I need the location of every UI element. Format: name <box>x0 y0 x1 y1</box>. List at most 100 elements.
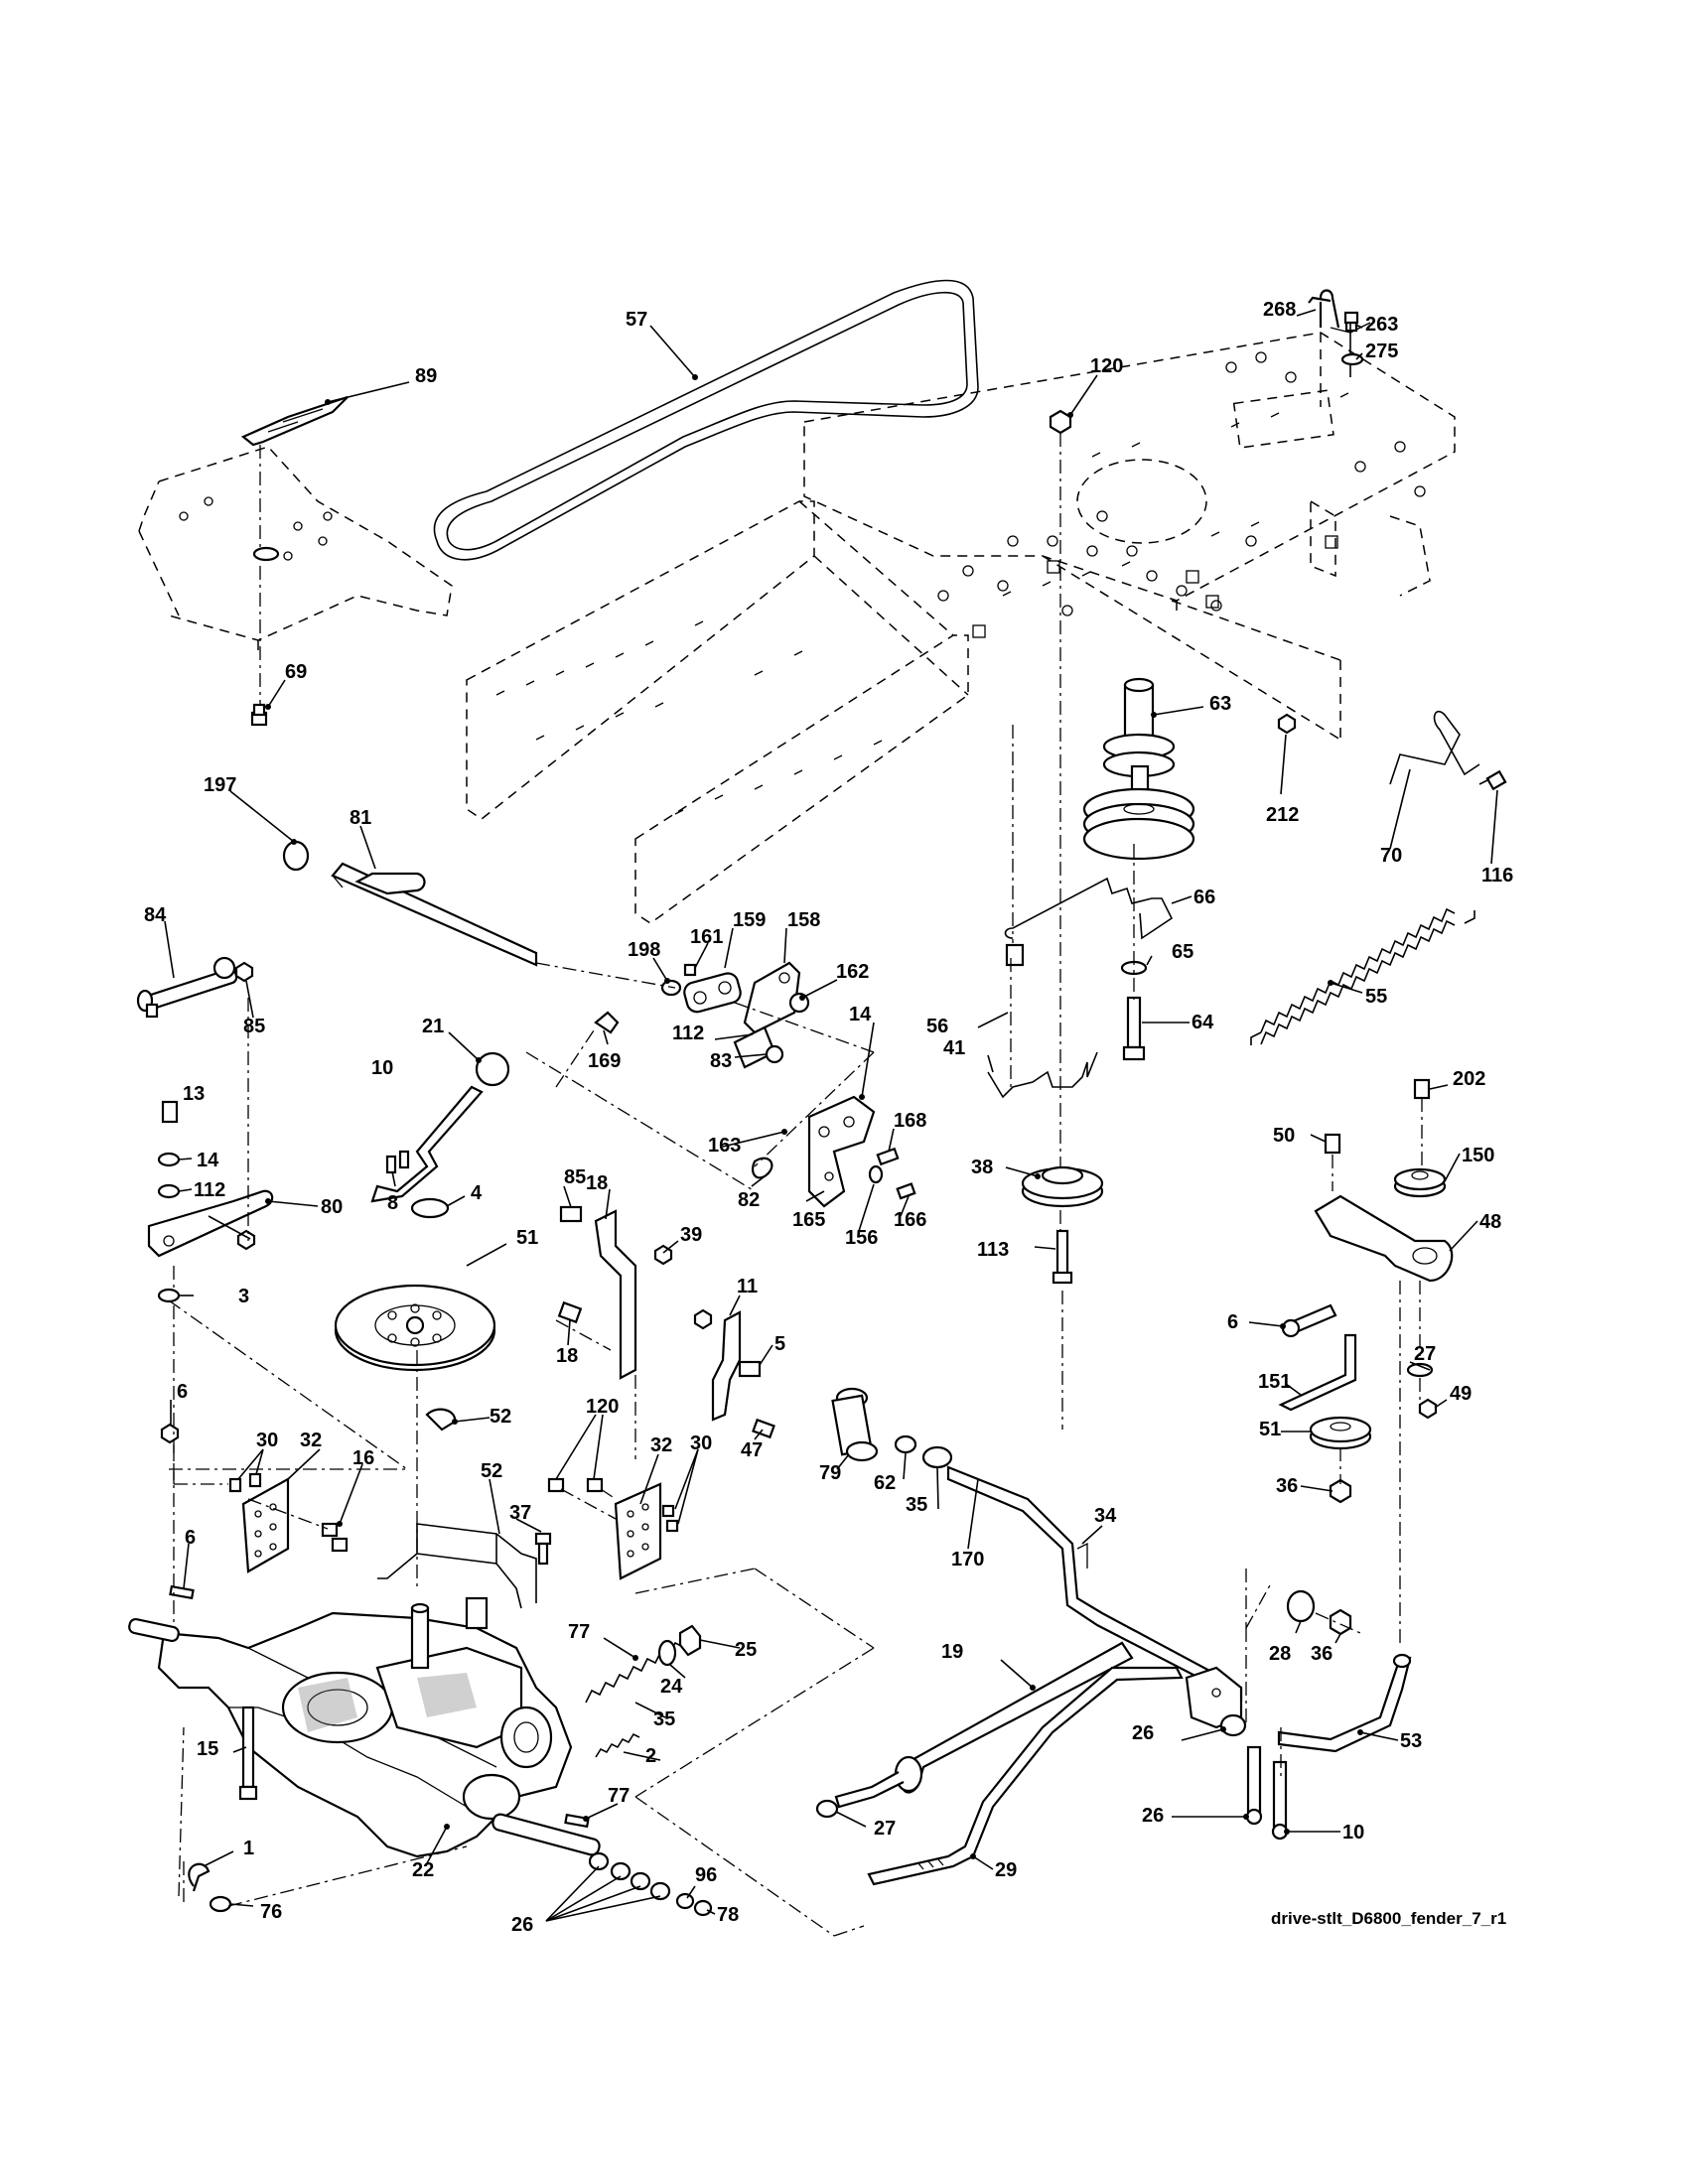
washer-19 <box>657 1639 677 1667</box>
callout-112: 112 <box>672 1023 704 1044</box>
washer-35-left <box>894 1434 917 1454</box>
rod-28 <box>834 1641 1134 1809</box>
washer-26-bottom <box>209 1895 232 1913</box>
nut-76 <box>693 1899 713 1917</box>
bracket-48 <box>1314 1194 1454 1283</box>
callout-35: 35 <box>906 1494 927 1516</box>
nut-24 <box>678 1624 702 1657</box>
callout-202: 202 <box>1453 1068 1485 1090</box>
bolt-6-b <box>752 1418 775 1439</box>
callout-76: 76 <box>260 1901 282 1923</box>
callout-6: 6 <box>177 1381 188 1403</box>
washers-75 <box>588 1851 671 1901</box>
bolt-64 <box>1122 996 1146 1061</box>
bolt-15 <box>238 1706 258 1801</box>
callout-27: 27 <box>874 1818 896 1840</box>
bracket-26-right <box>1185 1666 1247 1737</box>
nut-212 <box>1277 713 1297 735</box>
callout-15: 15 <box>197 1738 218 1760</box>
callout-263: 263 <box>1365 314 1398 336</box>
bolt-39 <box>1052 1229 1073 1285</box>
callout-8: 8 <box>387 1192 398 1214</box>
callout-120: 120 <box>586 1396 619 1418</box>
nut-51-b <box>1418 1398 1438 1420</box>
callout-83: 83 <box>710 1050 732 1072</box>
callout-66: 66 <box>1193 887 1215 908</box>
callout-70: 70 <box>1380 845 1402 867</box>
callout-6: 6 <box>185 1527 196 1549</box>
callout-162: 162 <box>836 961 869 983</box>
washer-36-right <box>1286 1589 1316 1623</box>
callout-27: 27 <box>1414 1343 1436 1365</box>
callout-51: 51 <box>516 1227 538 1249</box>
callout-198: 198 <box>628 939 660 961</box>
pin-77-top <box>169 1584 195 1600</box>
callout-5: 5 <box>774 1333 785 1355</box>
callout-37: 37 <box>509 1502 531 1524</box>
callout-120: 120 <box>1090 355 1123 377</box>
nut-35-right <box>1329 1608 1352 1636</box>
bracket-80 <box>147 1189 274 1258</box>
shaft-81 <box>282 840 538 967</box>
bolt-18-a <box>559 1205 583 1223</box>
callout-96: 96 <box>695 1864 717 1886</box>
knob-21 <box>475 1051 510 1087</box>
callout-25: 25 <box>735 1639 757 1661</box>
callout-212: 212 <box>1266 804 1299 826</box>
callout-112: 112 <box>194 1179 225 1201</box>
callout-52: 52 <box>481 1460 502 1482</box>
callout-16: 16 <box>352 1447 374 1469</box>
callout-159: 159 <box>733 909 766 931</box>
bolt-27-bottom <box>1271 1760 1289 1841</box>
washer-275 <box>1340 352 1364 366</box>
callout-32: 32 <box>650 1434 672 1456</box>
callout-85: 85 <box>564 1166 586 1188</box>
bracket-49 <box>1278 1333 1357 1412</box>
callout-275: 275 <box>1365 341 1398 362</box>
bolt-263 <box>1343 311 1359 377</box>
belt <box>433 279 979 561</box>
callout-170: 170 <box>951 1549 984 1570</box>
bracket-165 <box>807 1095 876 1208</box>
callout-81: 81 <box>350 807 371 829</box>
plate-30-left <box>241 1477 290 1573</box>
spacer-150 <box>1393 1167 1447 1198</box>
bolt-166 <box>896 1182 916 1200</box>
callout-84: 84 <box>144 904 167 926</box>
rod-66 <box>1004 877 1174 940</box>
rod-41 <box>987 1051 1098 1099</box>
callout-77: 77 <box>608 1785 630 1807</box>
washer-78 <box>675 1892 695 1910</box>
bolt-56 <box>1005 943 1025 967</box>
callout-1: 1 <box>243 1838 254 1859</box>
callout-56: 56 <box>926 1016 948 1037</box>
callout-36: 36 <box>1276 1475 1298 1497</box>
callout-79: 79 <box>819 1462 841 1484</box>
callout-2: 2 <box>645 1745 656 1767</box>
callout-32: 32 <box>300 1430 322 1451</box>
rod-70 <box>1389 710 1480 785</box>
plate-30-mid <box>614 1482 662 1580</box>
bolt-18-b <box>738 1360 762 1378</box>
frame-outline <box>138 332 1456 924</box>
bolt-202 <box>1413 1078 1431 1100</box>
callout-89: 89 <box>415 365 437 387</box>
bolts-52-mid <box>661 1504 679 1533</box>
callout-34: 34 <box>1094 1505 1117 1527</box>
callout-10: 10 <box>1342 1822 1364 1843</box>
callout-80: 80 <box>321 1196 343 1218</box>
bracket-113 <box>594 1209 637 1380</box>
nut-120-top <box>1049 409 1072 1271</box>
callout-151: 151 <box>1258 1371 1291 1393</box>
rod-22 <box>867 1666 1184 1886</box>
callout-26: 26 <box>511 1914 533 1936</box>
pulley-47 <box>1309 1416 1372 1450</box>
callout-150: 150 <box>1462 1145 1494 1166</box>
bolt-6-a <box>557 1300 583 1324</box>
callout-165: 165 <box>792 1209 825 1231</box>
washer-151 <box>1406 1362 1434 1378</box>
nut-16 <box>160 1423 180 1444</box>
callout-49: 49 <box>1450 1383 1472 1405</box>
washer-156 <box>868 1164 884 1184</box>
